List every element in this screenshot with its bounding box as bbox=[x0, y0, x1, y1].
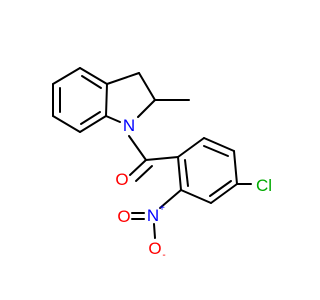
charge-plus: + bbox=[159, 203, 165, 214]
indoline-pyrrolidine-ring bbox=[105, 72, 190, 123]
atom-n-nitro: N bbox=[147, 206, 159, 225]
molecule-structure: N O Cl N + O O - bbox=[52, 67, 272, 261]
atom-n-indoline: N bbox=[123, 116, 135, 135]
nitro-group bbox=[131, 212, 156, 239]
atom-cl: Cl bbox=[256, 176, 272, 195]
charge-minus: - bbox=[162, 250, 165, 261]
amide-linkage bbox=[128, 135, 179, 182]
molecule-canvas: N O Cl N + O O - bbox=[52, 67, 272, 261]
atom-o-nitro-left: O bbox=[117, 207, 130, 226]
indoline-benzene-ring bbox=[52, 67, 108, 133]
chloronitrophenyl-ring bbox=[159, 137, 252, 209]
atom-o-carbonyl: O bbox=[115, 170, 128, 189]
nitro-bond bbox=[159, 189, 182, 209]
atom-o-nitro-minus: O bbox=[148, 239, 161, 258]
